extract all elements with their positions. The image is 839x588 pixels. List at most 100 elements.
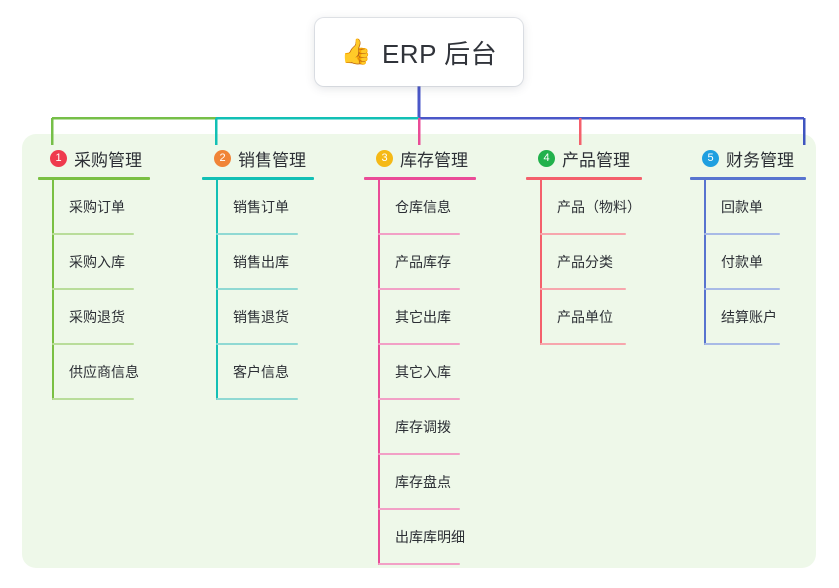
leaf-rule	[378, 508, 460, 510]
column-badge-3: 3	[376, 149, 393, 167]
leaf-label: 库存盘点	[395, 474, 451, 490]
leaf-label: 销售出库	[233, 254, 289, 270]
leaf-item[interactable]: 客户信息	[202, 345, 352, 400]
leaf-rule	[378, 453, 460, 455]
leaf-rule	[378, 343, 460, 345]
leaf-rule	[216, 233, 298, 235]
leaf-rule	[540, 288, 626, 290]
leaf-rule	[378, 288, 460, 290]
column-title-2: 销售管理	[238, 150, 306, 170]
leaf-list-4: 产品（物料） 产品分类产品单位	[526, 180, 676, 345]
leaf-item[interactable]: 产品单位	[526, 290, 676, 345]
leaf-label: 其它出库	[395, 309, 451, 325]
leaf-rule	[540, 233, 626, 235]
column-rule-4	[526, 177, 642, 180]
leaf-item[interactable]: 销售订单	[202, 180, 352, 235]
leaf-rule	[216, 398, 298, 400]
leaf-rule	[216, 288, 298, 290]
leaf-item[interactable]: 产品库存	[364, 235, 514, 290]
leaf-list-2: 销售订单销售出库销售退货客户信息	[202, 180, 352, 400]
leaf-item[interactable]: 库存调拨	[364, 400, 514, 455]
column-title-1: 采购管理	[74, 150, 142, 170]
column-title-3: 库存管理	[400, 150, 468, 170]
leaf-item[interactable]: 付款单	[690, 235, 839, 290]
leaf-item[interactable]: 销售退货	[202, 290, 352, 345]
column-spine-4	[540, 180, 542, 345]
leaf-item[interactable]: 产品（物料）	[526, 180, 676, 235]
leaf-item[interactable]: 结算账户	[690, 290, 839, 345]
column-badge-2: 2	[214, 149, 231, 167]
leaf-label: 产品分类	[557, 254, 613, 270]
column-title-5: 财务管理	[726, 150, 794, 170]
column-3: 3 库存管理仓库信息产品库存其它出库其它入库库存调拨库存盘点出库库明细	[364, 146, 514, 565]
column-spine-1	[52, 180, 54, 400]
leaf-label: 库存调拨	[395, 419, 451, 435]
column-badge-1: 1	[50, 149, 67, 167]
leaf-rule	[704, 233, 780, 235]
column-header-1[interactable]: 1 采购管理	[38, 146, 188, 170]
column-1: 1 采购管理采购订单采购入库采购退货供应商信息	[38, 146, 188, 400]
column-header-2[interactable]: 2 销售管理	[202, 146, 352, 170]
diagram-board	[22, 134, 816, 568]
leaf-rule	[704, 343, 780, 345]
leaf-item[interactable]: 采购入库	[38, 235, 188, 290]
column-rule-5	[690, 177, 806, 180]
column-rule-2	[202, 177, 314, 180]
leaf-label: 回款单	[721, 199, 763, 215]
leaf-rule	[52, 233, 134, 235]
leaf-rule	[52, 288, 134, 290]
leaf-label: 采购入库	[69, 254, 125, 270]
leaf-item[interactable]: 其它出库	[364, 290, 514, 345]
column-4: 4 产品管理产品（物料） 产品分类产品单位	[526, 146, 676, 345]
leaf-label: 产品库存	[395, 254, 451, 270]
leaf-rule	[52, 398, 134, 400]
leaf-label: 产品单位	[557, 309, 613, 325]
leaf-rule	[378, 563, 460, 565]
root-node[interactable]: 👍 ERP 后台	[315, 18, 523, 86]
leaf-label: 供应商信息	[69, 364, 139, 380]
column-spine-2	[216, 180, 218, 400]
leaf-item[interactable]: 其它入库	[364, 345, 514, 400]
leaf-label: 采购订单	[69, 199, 125, 215]
leaf-item[interactable]: 仓库信息	[364, 180, 514, 235]
leaf-rule	[52, 343, 134, 345]
column-spine-5	[704, 180, 706, 345]
leaf-list-3: 仓库信息产品库存其它出库其它入库库存调拨库存盘点出库库明细	[364, 180, 514, 565]
leaf-rule	[540, 343, 626, 345]
column-badge-4: 4	[538, 149, 555, 167]
leaf-label: 仓库信息	[395, 199, 451, 215]
leaf-rule	[216, 343, 298, 345]
leaf-rule	[378, 398, 460, 400]
thumbs-up-icon: 👍	[340, 37, 372, 66]
column-header-5[interactable]: 5 财务管理	[690, 146, 839, 170]
leaf-label: 客户信息	[233, 364, 289, 380]
column-badge-5: 5	[702, 149, 719, 167]
leaf-item[interactable]: 产品分类	[526, 235, 676, 290]
column-5: 5 财务管理回款单付款单结算账户	[690, 146, 839, 345]
column-spine-3	[378, 180, 380, 565]
column-2: 2 销售管理销售订单销售出库销售退货客户信息	[202, 146, 352, 400]
leaf-list-1: 采购订单采购入库采购退货供应商信息	[38, 180, 188, 400]
column-header-4[interactable]: 4 产品管理	[526, 146, 676, 170]
column-header-3[interactable]: 3 库存管理	[364, 146, 514, 170]
leaf-item[interactable]: 销售出库	[202, 235, 352, 290]
leaf-label: 其它入库	[395, 364, 451, 380]
leaf-rule	[704, 288, 780, 290]
column-title-4: 产品管理	[562, 150, 630, 170]
leaf-item[interactable]: 采购订单	[38, 180, 188, 235]
leaf-label: 出库库明细	[395, 529, 465, 545]
leaf-item[interactable]: 库存盘点	[364, 455, 514, 510]
leaf-item[interactable]: 回款单	[690, 180, 839, 235]
leaf-item[interactable]: 采购退货	[38, 290, 188, 345]
leaf-label: 付款单	[721, 254, 763, 270]
leaf-list-5: 回款单付款单结算账户	[690, 180, 839, 345]
leaf-rule	[378, 233, 460, 235]
leaf-item[interactable]: 供应商信息	[38, 345, 188, 400]
column-rule-1	[38, 177, 150, 180]
leaf-label: 销售订单	[233, 199, 289, 215]
column-rule-3	[364, 177, 476, 180]
leaf-label: 结算账户	[721, 309, 777, 325]
leaf-item[interactable]: 出库库明细	[364, 510, 514, 565]
leaf-label: 产品（物料）	[557, 199, 641, 215]
